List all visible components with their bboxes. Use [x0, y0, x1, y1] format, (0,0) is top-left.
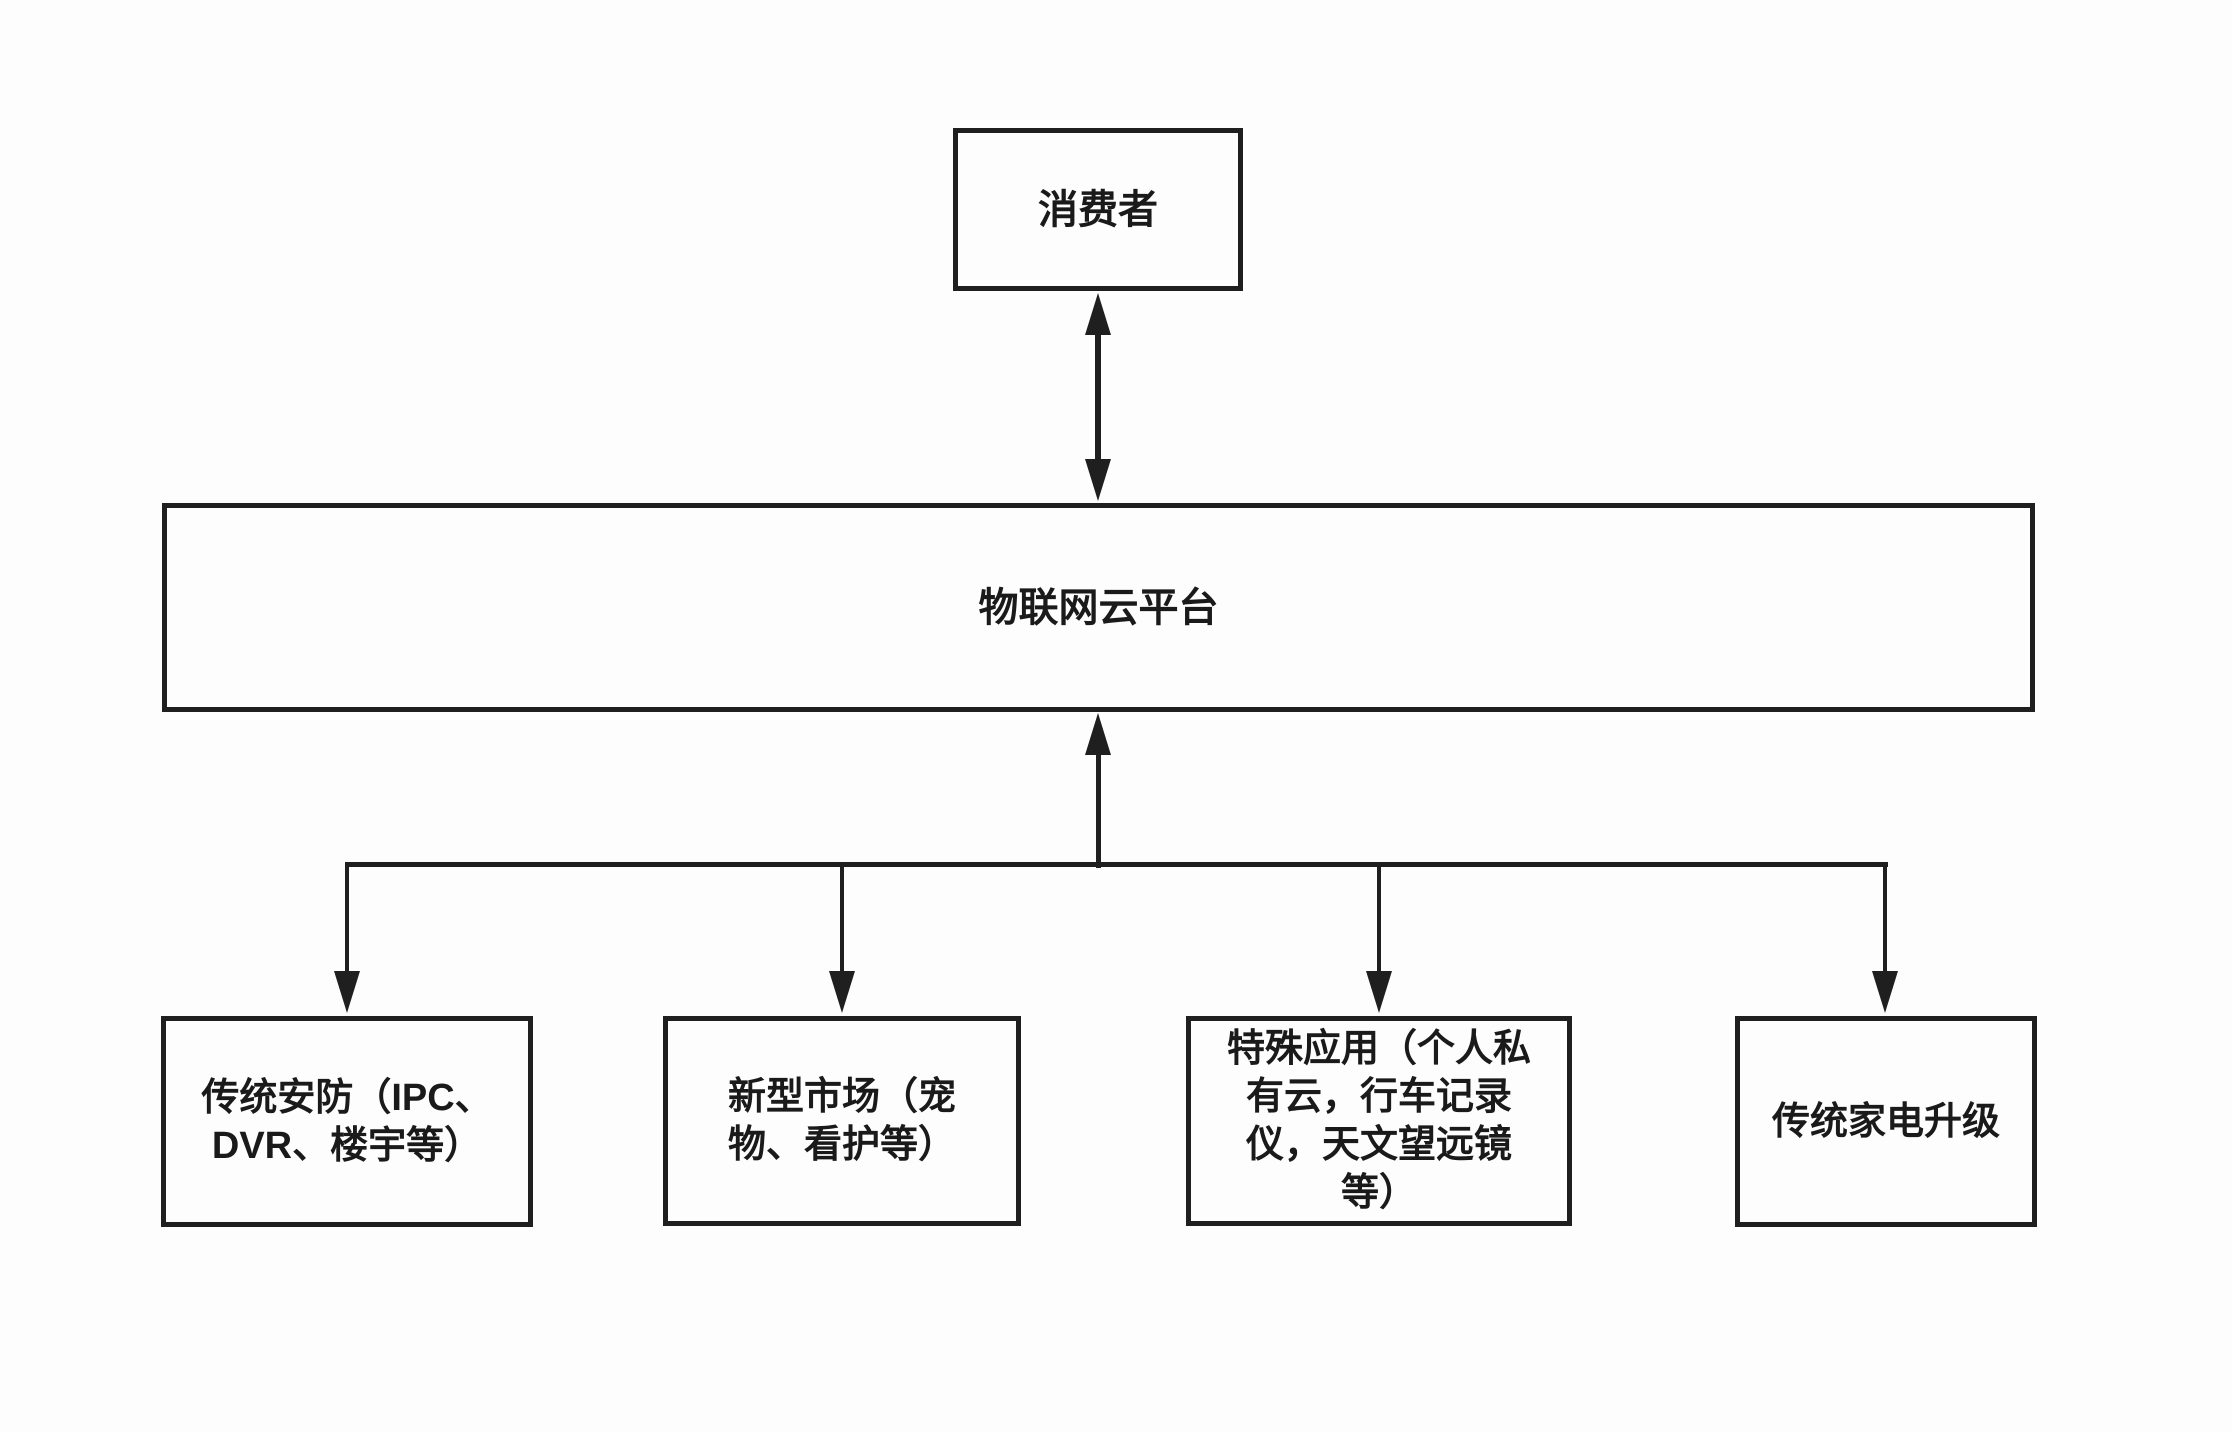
node-traditional-security: 传统安防（IPC、 DVR、楼宇等）: [161, 1016, 533, 1227]
arrowhead-down-to-platform: [1085, 459, 1111, 501]
node-consumer-label: 消费者: [1038, 187, 1158, 232]
node-appliance-upgrade-label: 传统家电升级: [1771, 1100, 2000, 1143]
node-new-market-label-line1: 新型市场（宠: [727, 1076, 956, 1118]
node-special-applications: 特殊应用（个人私 有云，行车记录 仪，天文望远镜 等）: [1186, 1016, 1572, 1226]
arrowhead-down-to-special: [1366, 971, 1392, 1013]
arrowhead-down-to-appliance: [1872, 971, 1898, 1013]
node-new-market: 新型市场（宠 物、看护等）: [663, 1016, 1021, 1226]
connector-branch-special-line: [1377, 865, 1381, 975]
connector-branch-market-line: [840, 865, 844, 975]
node-special-applications-label-line2: 有云，行车记录: [1245, 1076, 1512, 1118]
connector-branch-appliance-line: [1883, 865, 1887, 975]
node-platform: 物联网云平台: [162, 503, 2035, 712]
arrowhead-up-to-consumer: [1085, 293, 1111, 335]
node-new-market-label-line2: 物、看护等）: [727, 1124, 956, 1166]
node-consumer: 消费者: [953, 128, 1243, 291]
node-traditional-security-label-line2: DVR、楼宇等）: [211, 1124, 483, 1167]
node-appliance-upgrade: 传统家电升级: [1735, 1016, 2037, 1227]
node-platform-label: 物联网云平台: [978, 585, 1219, 630]
node-traditional-security-label-line1: 传统安防（IPC、: [201, 1076, 493, 1119]
connector-branch-security-line: [345, 865, 349, 975]
branch-horizontal-line: [345, 862, 1888, 867]
arrowhead-up-to-platform: [1085, 713, 1111, 755]
node-special-applications-label-line1: 特殊应用（个人私: [1226, 1028, 1531, 1070]
arrowhead-down-to-market: [829, 971, 855, 1013]
connector-branch-platform-line: [1096, 752, 1101, 868]
arrowhead-down-to-security: [334, 971, 360, 1013]
connector-consumer-platform-line: [1095, 330, 1101, 464]
node-special-applications-label-line3: 仪，天文望远镜: [1245, 1124, 1512, 1166]
node-special-applications-label-line4: 等）: [1340, 1172, 1417, 1214]
